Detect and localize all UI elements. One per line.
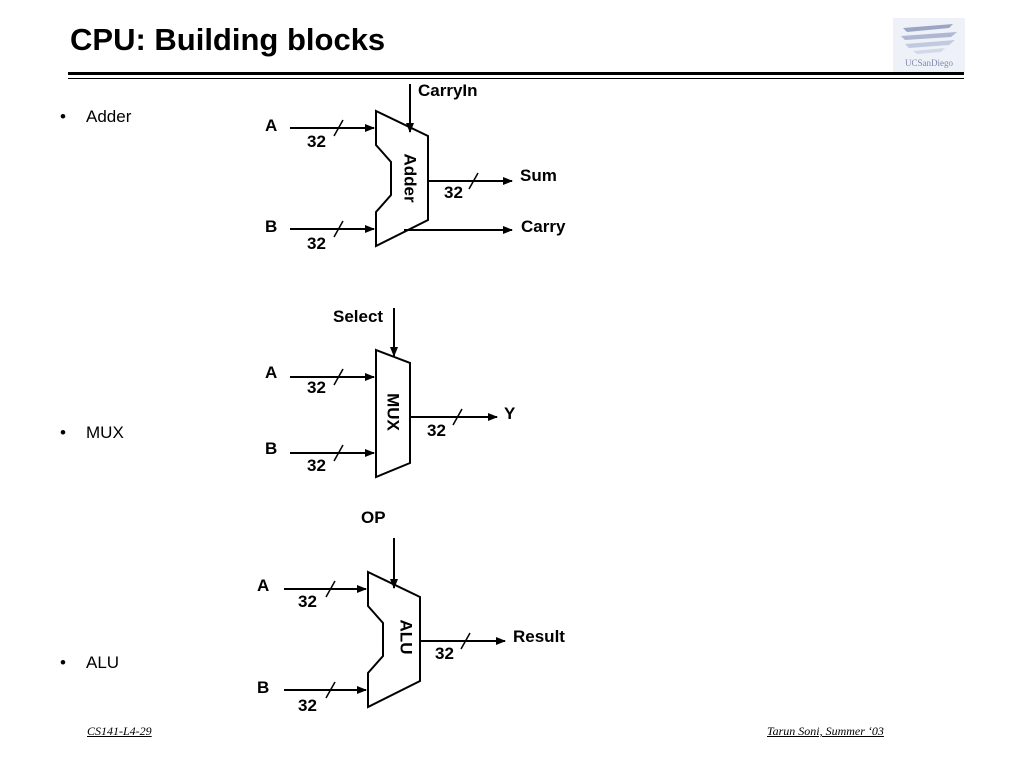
bullet-dot: • xyxy=(60,423,66,442)
alu-input-b-width: 32 xyxy=(298,696,317,715)
carry-out-label: Carry xyxy=(521,217,566,236)
bullet-adder: • Adder xyxy=(60,107,131,127)
sum-label: Sum xyxy=(520,166,557,185)
logo-text: UCSanDiego xyxy=(905,58,953,68)
bus-slash xyxy=(333,220,344,238)
bus-slash xyxy=(333,368,344,386)
mux-input-a-width: 32 xyxy=(307,378,326,397)
bus-slash xyxy=(460,632,471,650)
bus-slash xyxy=(333,119,344,137)
alu-diagram: ALU OP A 32 B 32 Result 32 xyxy=(257,508,565,715)
adder-input-a-width: 32 xyxy=(307,132,326,151)
footer-slide-id: CS141-L4-29 xyxy=(87,724,152,738)
bullet-dot: • xyxy=(60,107,66,126)
select-label: Select xyxy=(333,307,383,326)
mux-block xyxy=(375,348,411,479)
result-width: 32 xyxy=(435,644,454,663)
carry-in-label: CarryIn xyxy=(418,81,478,100)
alu-input-a-width: 32 xyxy=(298,592,317,611)
bus-slash xyxy=(333,444,344,462)
adder-diagram: Adder CarryIn A 32 B 32 Sum 32 Carry xyxy=(265,81,566,253)
op-label: OP xyxy=(361,508,386,527)
bullet-alu: • ALU xyxy=(60,653,119,673)
bullet-mux: • MUX xyxy=(60,423,124,443)
alu-block-label: ALU xyxy=(397,620,416,655)
footer-author: Tarun Soni, Summer ‘03 xyxy=(767,724,884,738)
bullet-label: Adder xyxy=(86,107,132,126)
mux-block-label: MUX xyxy=(384,393,403,431)
bullet-label: ALU xyxy=(86,653,120,672)
alu-block xyxy=(367,570,421,709)
result-label: Result xyxy=(513,627,565,646)
mux-output-label: Y xyxy=(504,404,516,423)
adder-input-b-width: 32 xyxy=(307,234,326,253)
title-divider-thick xyxy=(68,72,964,75)
bullet-label: MUX xyxy=(86,423,124,442)
adder-input-a-label: A xyxy=(265,116,277,135)
adder-block xyxy=(375,109,429,248)
mux-input-b-width: 32 xyxy=(307,456,326,475)
bullet-dot: • xyxy=(60,653,66,672)
mux-input-a-label: A xyxy=(265,363,277,382)
sum-width: 32 xyxy=(444,183,463,202)
bus-slash xyxy=(452,408,463,426)
mux-input-b-label: B xyxy=(265,439,277,458)
bus-slash xyxy=(468,172,479,190)
adder-block-label: Adder xyxy=(401,153,420,203)
mux-diagram: MUX Select A 32 B 32 Y 32 xyxy=(265,307,516,479)
bus-slash xyxy=(325,681,336,699)
alu-input-b-label: B xyxy=(257,678,269,697)
title-divider-thin xyxy=(68,78,964,79)
adder-input-b-label: B xyxy=(265,217,277,236)
bus-slash xyxy=(325,580,336,598)
ucsd-logo: UCSanDiego xyxy=(893,18,965,72)
mux-output-width: 32 xyxy=(427,421,446,440)
page-title: CPU: Building blocks xyxy=(70,22,386,57)
alu-input-a-label: A xyxy=(257,576,269,595)
